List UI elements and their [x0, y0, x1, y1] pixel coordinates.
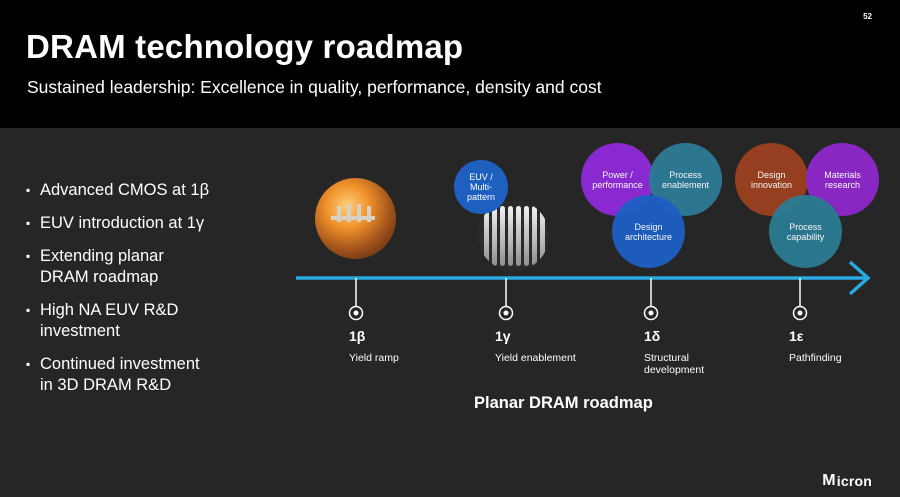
node-marker-1e — [792, 278, 808, 321]
slide-title: DRAM technology roadmap — [26, 28, 464, 65]
euv-pattern-photo — [478, 200, 549, 271]
bullet-item: ▪ EUV introduction at 1γ — [26, 213, 286, 234]
node-name-1d: 1δ — [644, 328, 661, 344]
node-description-1g: Yield enablement — [495, 352, 576, 364]
bullet-list: ▪ Advanced CMOS at 1β ▪ EUV introduction a… — [26, 180, 286, 408]
node-description-1b: Yield ramp — [349, 352, 399, 364]
micron-logo-text: icron — [836, 473, 872, 489]
bullet-icon: ▪ — [26, 303, 31, 317]
node-description-1e: Pathfinding — [789, 352, 842, 364]
bullet-item: ▪ Advanced CMOS at 1β — [26, 180, 286, 201]
bullet-text: Advanced CMOS at 1β — [40, 181, 210, 199]
bullet-icon: ▪ — [26, 357, 31, 371]
node-marker-1b — [348, 278, 364, 321]
node-name-1g: 1γ — [495, 328, 511, 344]
node-marker-1g — [498, 278, 514, 321]
slide-subtitle: Sustained leadership: Excellence in qual… — [27, 77, 602, 97]
bullet-icon: ▪ — [26, 216, 31, 230]
timeline-arrow-head-icon — [848, 260, 871, 296]
micron-logo-mark: M — [822, 472, 836, 489]
bullet-icon: ▪ — [26, 249, 31, 263]
cmos-wafer-photo — [315, 178, 396, 259]
bullet-text: EUV introduction at 1γ — [40, 214, 205, 232]
page-number: 52 — [863, 12, 872, 21]
node-name-1e: 1ε — [789, 328, 804, 344]
bullet-icon: ▪ — [26, 183, 31, 197]
planar-roadmap-label: Planar DRAM roadmap — [474, 394, 653, 412]
euv-multipattern-bubble: EUV /Multi-pattern — [454, 160, 508, 214]
node-marker-1d — [643, 278, 659, 321]
slide-header: 52 DRAM technology roadmap Sustained lea… — [0, 0, 900, 128]
node-name-1b: 1β — [349, 328, 366, 344]
